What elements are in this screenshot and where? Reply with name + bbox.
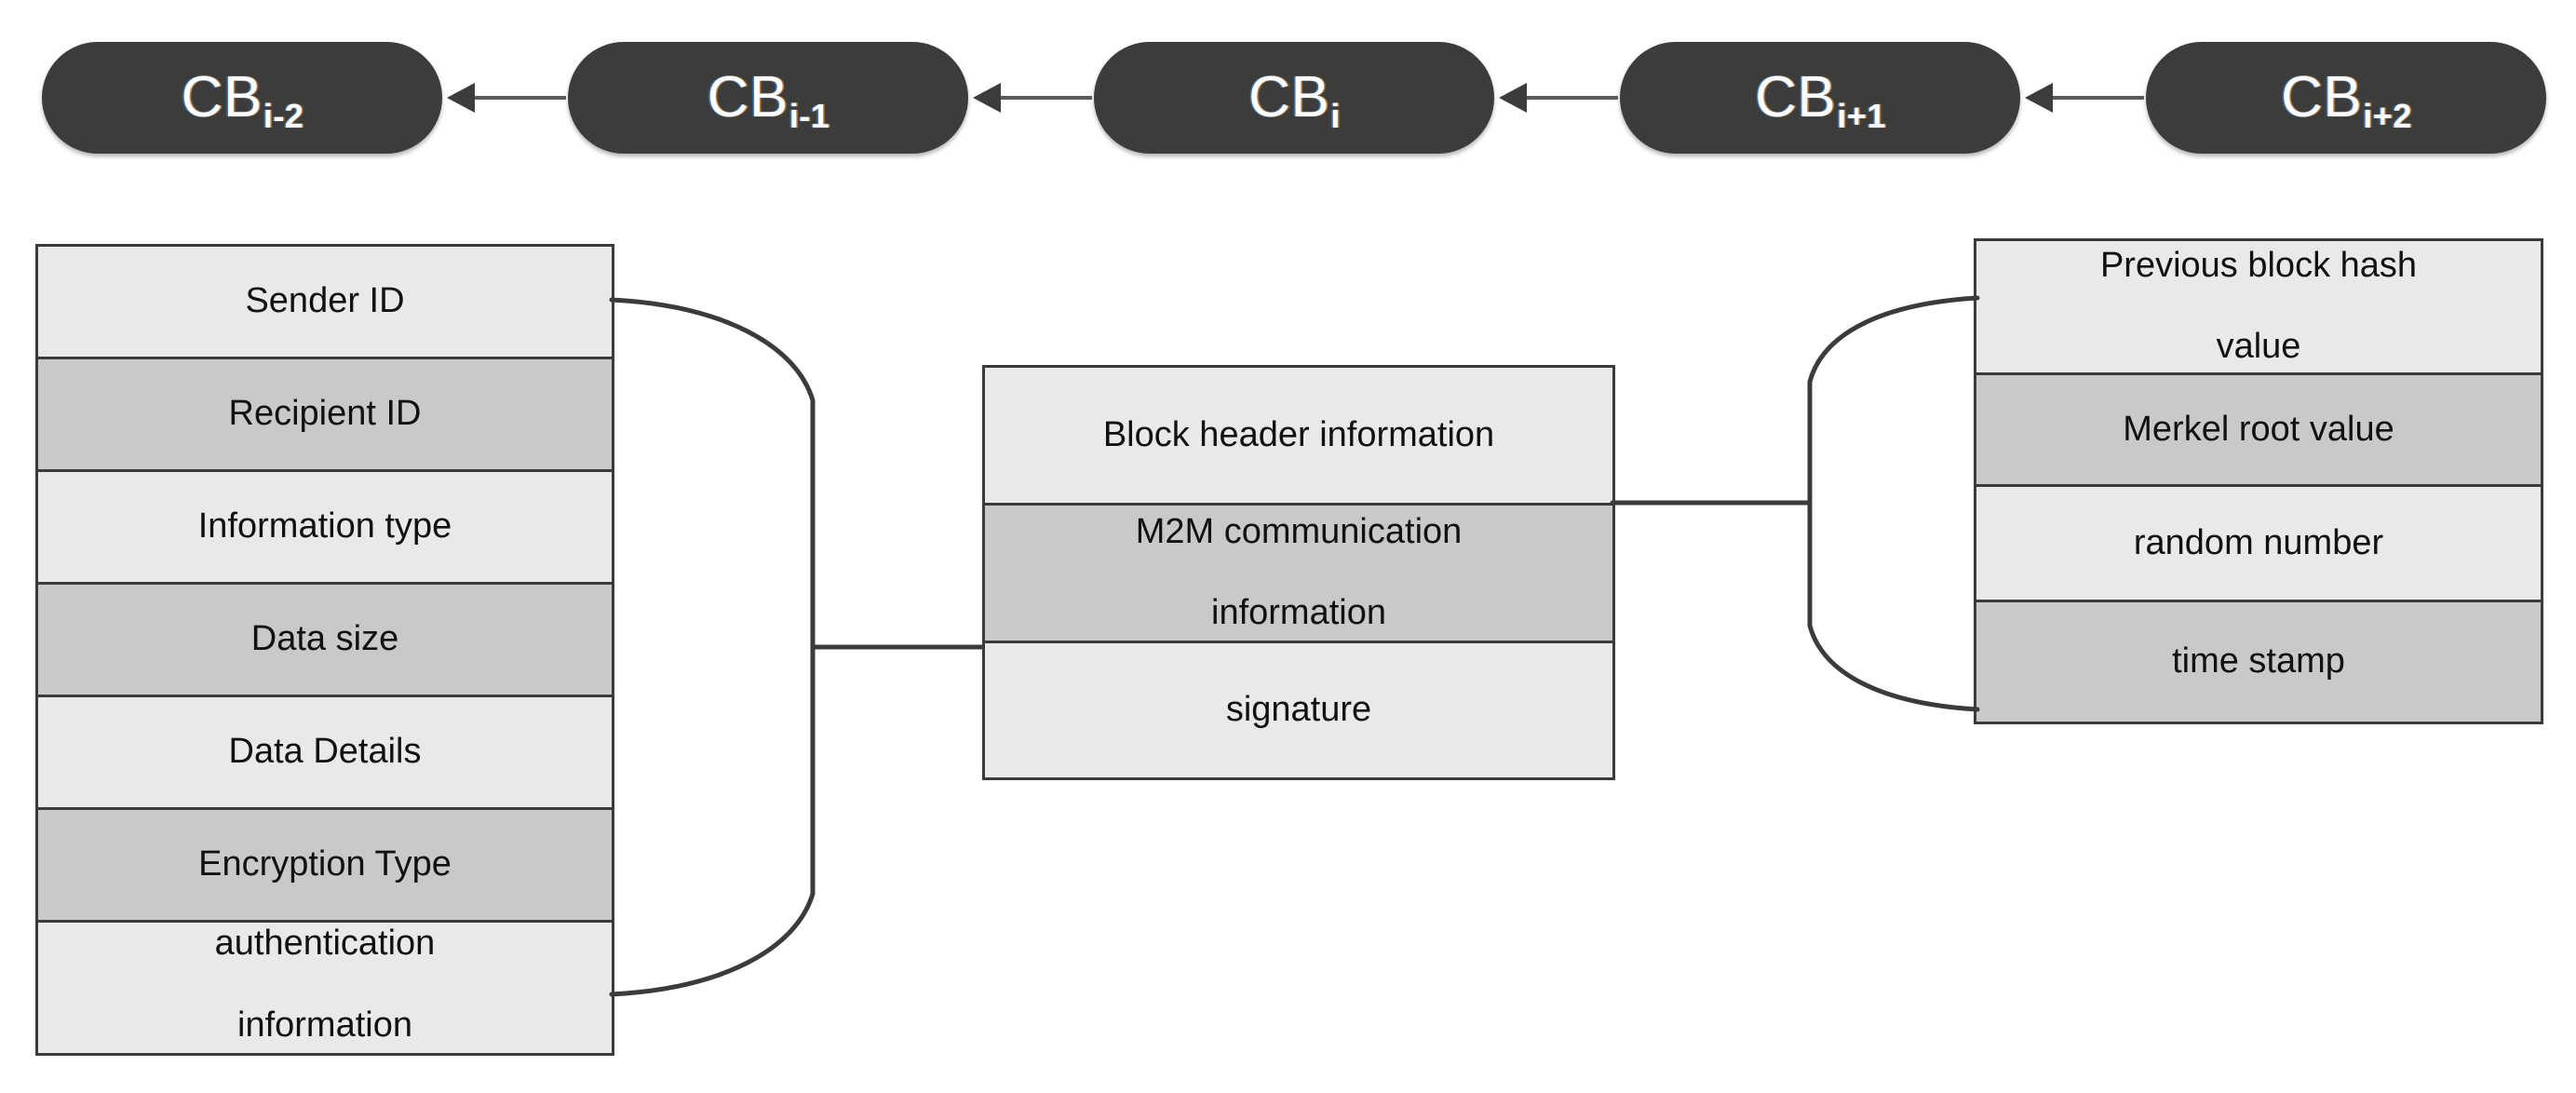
header-row-label-0-line1: Previous block hash	[2099, 245, 2418, 285]
chain-block-4: CBi+2	[2146, 42, 2546, 154]
header-row-label-2: random number	[2133, 522, 2384, 562]
block-row-label-1: M2M communication information	[1136, 512, 1463, 634]
table-row: Merkel root value	[1976, 375, 2541, 487]
block-row-label-1-line2: information	[1211, 593, 1386, 633]
table-row: Encryption Type	[38, 810, 612, 923]
transaction-row-label-2: Information type	[197, 506, 452, 546]
transaction-field-table: Sender ID Recipient ID Information type …	[35, 244, 614, 1056]
right-brace-connector	[1610, 295, 1980, 712]
table-row: Data size	[38, 585, 612, 697]
table-row: Block header information	[985, 368, 1612, 506]
header-row-label-1: Merkel root value	[2123, 409, 2394, 449]
table-row: M2M communication information	[985, 506, 1612, 643]
chain-block-label-1: CBi-1	[707, 65, 830, 135]
table-row: signature	[985, 643, 1612, 777]
transaction-row-label-6: authentication information	[215, 924, 436, 1046]
table-row: Information type	[38, 472, 612, 585]
transaction-row-label-3: Data size	[250, 619, 399, 659]
block-content-table: Block header information M2M communicati…	[982, 365, 1615, 780]
table-row: Previous block hash value	[1976, 241, 2541, 375]
header-row-label-3: time stamp	[2172, 641, 2345, 681]
table-row: Sender ID	[38, 247, 612, 359]
header-row-label-0-line2: value	[2216, 327, 2301, 367]
header-row-label-0: Previous block hash value	[2100, 246, 2417, 368]
chain-arrow-left-icon-3	[2025, 83, 2144, 113]
chain-block-2: CBi	[1094, 42, 1494, 154]
transaction-row-label-1: Recipient ID	[228, 394, 422, 434]
block-header-table: Previous block hash value Merkel root val…	[1974, 238, 2543, 724]
blockchain-chain: CBi-2 CBi-1 CBi CBi+1 CBi+2	[0, 0, 2576, 196]
chain-arrow-left-icon-1	[973, 83, 1092, 113]
chain-block-label-4: CBi+2	[2281, 65, 2412, 135]
transaction-row-label-0: Sender ID	[245, 281, 405, 321]
chain-arrow-left-icon-0	[447, 83, 566, 113]
transaction-row-label-5: Encryption Type	[198, 844, 452, 884]
chain-block-1: CBi-1	[568, 42, 968, 154]
chain-block-3: CBi+1	[1620, 42, 2020, 154]
chain-block-label-2: CBi	[1248, 65, 1341, 135]
table-row: authentication information	[38, 923, 612, 1047]
transaction-row-label-6-line1: authentication	[214, 924, 436, 964]
table-row: random number	[1976, 487, 2541, 602]
table-row: Data Details	[38, 697, 612, 810]
table-row: time stamp	[1976, 602, 2541, 722]
chain-block-0: CBi-2	[42, 42, 442, 154]
chain-block-label-3: CBi+1	[1755, 65, 1886, 135]
table-row: Recipient ID	[38, 359, 612, 472]
transaction-row-label-6-line2: information	[237, 1005, 412, 1045]
chain-block-label-0: CBi-2	[181, 65, 304, 135]
block-row-label-2: signature	[1225, 690, 1372, 730]
left-brace-connector	[609, 297, 985, 997]
block-row-label-0: Block header information	[1102, 414, 1495, 454]
block-row-label-1-line1: M2M communication	[1135, 511, 1463, 551]
transaction-row-label-4: Data Details	[228, 732, 422, 772]
chain-arrow-left-icon-2	[1499, 83, 1618, 113]
